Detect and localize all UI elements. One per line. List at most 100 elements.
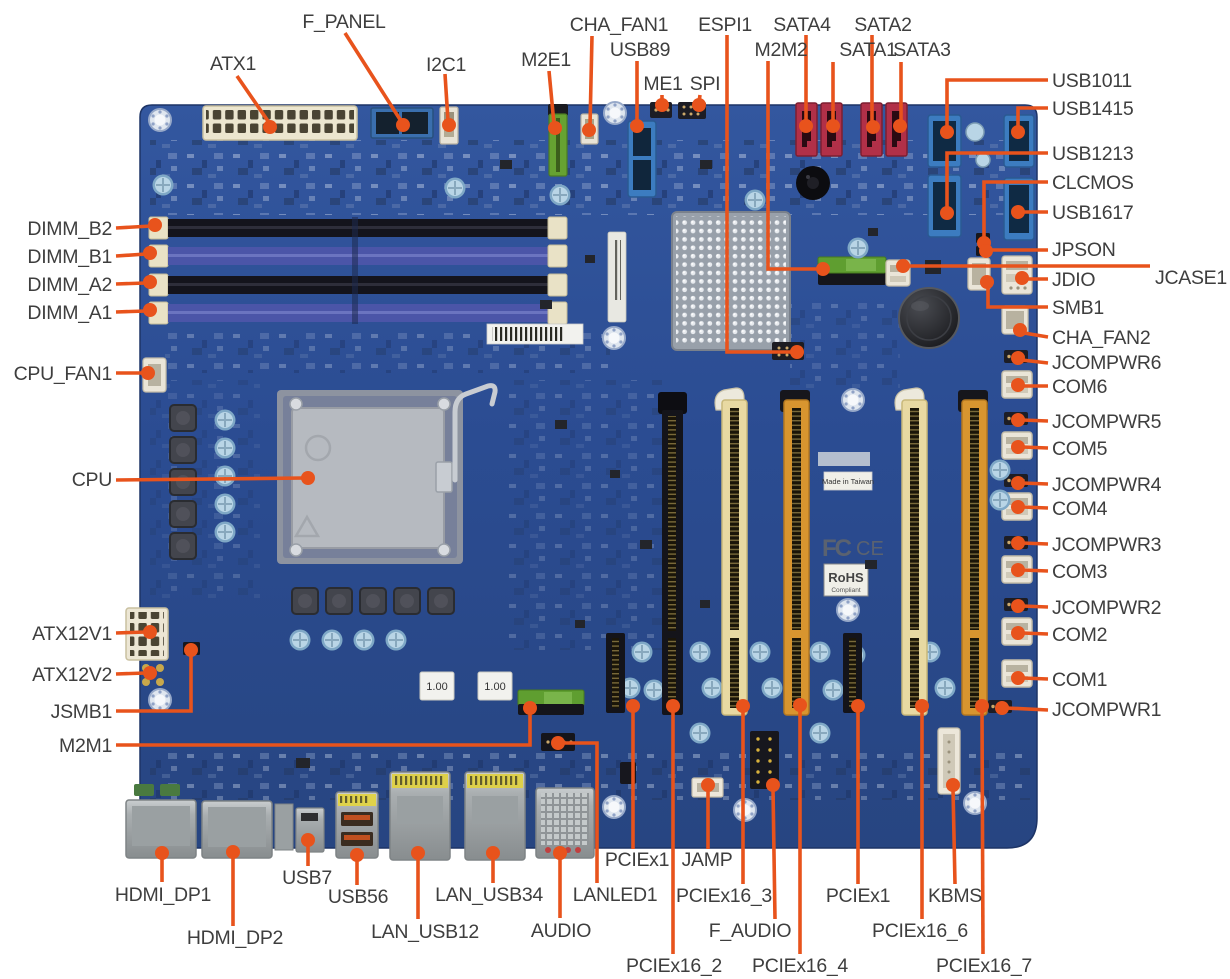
label-hdmi-dp2: HDMI_DP2 [187,927,283,949]
leader-kbms [946,778,960,885]
label-usb1415: USB1415 [1052,98,1134,120]
leader-sata4 [799,35,813,133]
label-com2: COM2 [1052,624,1107,646]
label-usb7: USB7 [282,867,332,889]
leader-pciex16-3 [736,699,750,884]
leader-lanled1 [551,736,599,883]
label-atx1: ATX1 [210,53,256,75]
label-cha-fan2: CHA_FAN2 [1052,327,1150,349]
label-sata3: SATA3 [893,39,950,61]
label-jcompwr3: JCOMPWR3 [1052,534,1161,556]
label-jamp: JAMP [682,849,733,871]
leader-m2m2 [766,61,830,276]
label-smb1: SMB1 [1052,297,1104,319]
leader-usb1415 [1011,106,1048,139]
cpu-socket [277,383,498,564]
small-green-parts [134,758,636,796]
leader-i2c1 [442,73,456,132]
leader-atx12v2 [115,666,157,680]
label-jdio: JDIO [1052,269,1095,291]
label-com6: COM6 [1052,376,1107,398]
serial-sticker [607,231,627,323]
label-sata2: SATA2 [854,14,911,36]
leader-pciex16-2 [666,699,680,954]
leader-jsmb1 [116,643,198,713]
leader-usb7 [301,833,315,866]
label-jcompwr2: JCOMPWR2 [1052,597,1161,619]
leader-pciex16-7 [975,699,989,955]
label-lan-usb12: LAN_USB12 [371,921,479,943]
label-spi: SPI [690,73,721,95]
leader-f-panel [343,32,410,132]
buzzer [796,166,830,200]
label-m2m2: M2M2 [755,39,808,61]
leader-jcompwr3 [1011,536,1049,550]
lan-usb12-port [389,771,451,861]
label-pciex16-7: PCIEx16_7 [936,955,1032,977]
leader-atx12v1 [115,625,157,639]
label-espi1: ESPI1 [698,14,752,36]
leader-jcompwr2 [1011,599,1049,613]
label-usb56: USB56 [328,886,388,908]
label-lan-usb34: LAN_USB34 [435,884,543,906]
pciex16-6-slot [894,387,928,716]
leader-m2m1 [116,701,537,747]
usb89-header [627,120,657,198]
leader-dimm-b1 [115,246,157,260]
leader-atx1 [235,74,277,134]
label-sata4: SATA4 [773,14,831,36]
chipset-heatsink [671,211,791,351]
leader-cpu-fan1 [116,366,155,380]
ce-mark: CE [856,538,884,560]
label-me1: ME1 [643,73,682,95]
label-cha-fan1: CHA_FAN1 [570,14,668,36]
lan-usb34-port [464,771,526,861]
label-dimm-b2: DIMM_B2 [27,218,112,240]
label-usb1617: USB1617 [1052,202,1133,224]
leader-usb1617 [1011,205,1048,219]
audio-port [535,787,595,859]
label-dimm-a2: DIMM_A2 [27,274,112,296]
leader-cha-fan2 [1013,323,1049,339]
leader-cpu [115,471,315,485]
atx1-connector [202,105,358,141]
leader-pciex1-a [626,699,640,849]
leader-usb1011 [940,78,1048,139]
pciex1-slot-a [606,633,625,713]
leader-lan-usb34 [486,846,500,883]
pciex16-7-slot [958,390,988,716]
leader-dimm-a2 [115,275,157,289]
pciex1-slot-b [843,633,862,713]
label-jcompwr4: JCOMPWR4 [1052,474,1162,496]
label-jcompwr6: JCOMPWR6 [1052,352,1161,374]
leader-usb89 [630,61,644,133]
made-in-taiwan-sticker: Made in Taiwan [822,477,874,486]
label-pciex16-4: PCIEx16_4 [752,955,848,977]
leader-usb56 [350,848,364,885]
leader-com5 [1011,440,1049,454]
label-f-audio: F_AUDIO [709,920,792,942]
leader-smb1 [980,275,1048,309]
leader-jcompwr5 [1011,413,1049,427]
leader-com4 [1011,500,1049,514]
leader-com2 [1011,626,1049,640]
leader-pciex1-b [851,699,865,884]
label-sata1: SATA1 [839,39,896,61]
label-pciex1-b: PCIEx1 [826,885,890,907]
label-lanled1: LANLED1 [573,884,658,906]
pciex16-2-slot [658,392,687,715]
board-markings: Made in Taiwan FC CE RoHS Compliant 1.00… [419,452,884,701]
label-f-panel: F_PANEL [302,11,386,33]
barcode-sticker [486,323,584,345]
leader-com3 [1011,563,1049,577]
label-pciex1-a: PCIEx1 [605,849,669,871]
sticker-100-a: 1.00 [426,681,447,693]
f-audio-header [750,731,779,789]
leader-lan-usb12 [411,846,425,919]
hdmi-dp2-port [201,800,273,859]
leader-cha-fan1 [582,35,596,137]
leader-m2e1 [547,70,562,135]
rohs-mark: RoHS [828,570,864,585]
pciex16-4-slot [780,390,810,716]
leader-me1 [655,95,669,112]
